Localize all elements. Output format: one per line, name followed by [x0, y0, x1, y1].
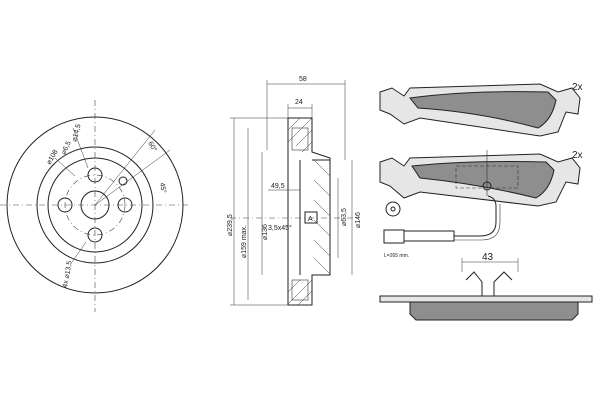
pad-middle-friction-material	[411, 161, 555, 199]
side-friction-block	[409, 301, 579, 321]
section-outer-profile	[287, 117, 331, 306]
label-flange-diameter: ⌀146	[355, 212, 362, 228]
sensor-connector	[403, 230, 455, 242]
label-inner-diameter: ⌀63,5	[341, 208, 348, 226]
label-vent-diameter: ⌀159 max.	[241, 225, 248, 258]
label-chamfer: 3,5x45°	[268, 224, 292, 232]
label-width: 58	[299, 76, 307, 83]
vent-channel-top	[291, 127, 309, 151]
brake-pad-middle: 2x	[379, 150, 583, 207]
sensor-wire	[454, 195, 497, 237]
sensor-plug-housing	[383, 229, 405, 244]
disc-section-view: A 58 24 ⌀239,5 ⌀159 max. ⌀136 49,5 3,5x4…	[227, 76, 362, 306]
clip-width-label: 43	[482, 252, 494, 263]
section-marker-label: A	[308, 216, 313, 223]
label-angle-b: 45°	[158, 182, 168, 194]
angle-line-b	[94, 129, 156, 206]
section-marker-box	[304, 211, 318, 224]
label-thickness: 24	[295, 99, 303, 106]
section-hatching	[287, 117, 331, 306]
label-pcd: ⌀108	[46, 149, 60, 166]
pad-top-quantity: 2x	[572, 82, 583, 93]
sensor-plug-pin	[390, 206, 396, 212]
label-outer-diameter: ⌀239,5	[227, 214, 234, 236]
disc-front-view: ⌀108 ⌀14,5 ⌀6,5 60° 45° 4x ⌀13,5	[0, 100, 190, 312]
wear-sensor-cable: L=265 mm.	[383, 195, 501, 259]
locating-pin-hole	[118, 176, 128, 186]
label-height: 49,5	[271, 183, 285, 190]
brake-pad-top: 2x	[379, 82, 583, 137]
pad-middle-quantity: 2x	[572, 150, 583, 161]
sensor-wire-outer	[454, 204, 501, 241]
leader-hole	[72, 127, 89, 169]
leader-bolt	[71, 241, 87, 263]
angle-line-a	[94, 149, 171, 206]
wear-sensor-body	[482, 181, 492, 191]
side-backplate	[379, 295, 593, 303]
label-pin-diameter: ⌀6,5	[60, 140, 72, 156]
leader-pcd	[54, 157, 76, 177]
wire-length-label: L=265 mm.	[384, 253, 409, 259]
vent-channel-bottom	[291, 279, 309, 301]
label-bolt-holes: 4x ⌀13,5	[62, 260, 74, 288]
pad-side-view: 43	[379, 252, 593, 321]
label-hub-diameter: ⌀136	[262, 224, 269, 240]
sensor-plug-circle	[385, 201, 401, 217]
label-hole-diameter: ⌀14,5	[71, 123, 82, 142]
pad-top-friction-material	[409, 91, 557, 129]
bolt-hole-bottom	[87, 227, 103, 243]
clip-spring	[465, 271, 513, 297]
